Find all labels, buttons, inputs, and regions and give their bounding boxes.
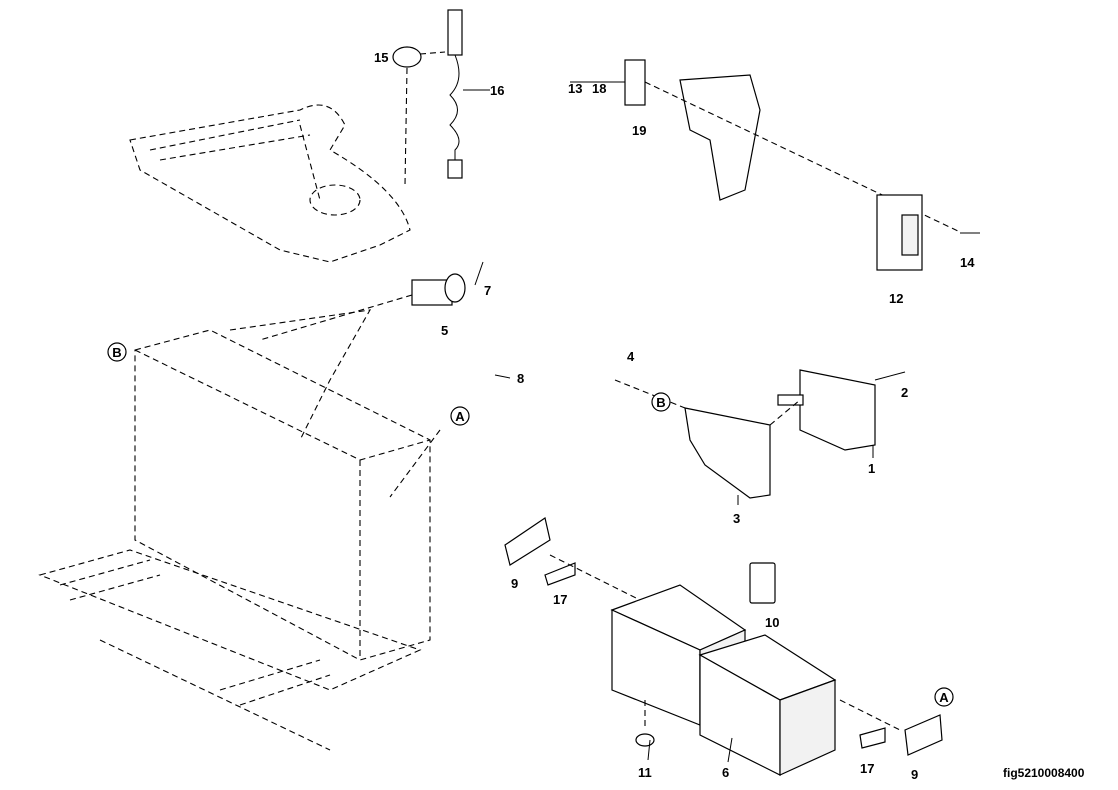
callout-13: 13 [568,81,582,96]
callout-7: 7 [484,283,491,298]
bracket-17b [859,727,886,749]
battery-2 [698,634,837,776]
motor-controller-part [777,369,876,451]
callout-9b: 9 [911,767,918,782]
controller-part [876,194,923,271]
reference-marker-b2: B [651,392,671,412]
callout-16: 16 [490,83,504,98]
figure-id: fig5210008400 [1003,766,1085,780]
callout-11: 11 [638,765,652,780]
callout-17b: 17 [860,761,874,776]
svg-text:B: B [112,345,121,360]
callout-1: 1 [868,461,875,476]
callout-12: 12 [889,291,903,306]
bracket-9b [904,714,943,756]
callout-6: 6 [722,765,729,780]
svg-text:B: B [656,395,665,410]
callout-labels: 15 16 13 18 19 7 5 12 14 8 4 2 1 3 9 17 … [374,50,975,782]
svg-text:A: A [939,690,949,705]
pad-part [749,562,776,604]
reference-marker-b1: B [107,342,127,362]
foot-part [635,733,655,747]
callout-18: 18 [592,81,606,96]
callout-19: 19 [632,123,646,138]
chassis-frame [38,309,431,751]
reference-marker-a1: A [450,406,470,426]
callout-4: 4 [627,349,635,364]
callout-5: 5 [441,323,448,338]
mounting-plate [679,74,761,201]
reference-marker-a2: A [934,687,954,707]
bracket-17 [544,562,576,586]
mounting-plate-3 [684,407,771,499]
callout-8: 8 [517,371,524,386]
bracket-part [624,59,646,106]
callout-14: 14 [960,255,975,270]
callout-17: 17 [553,592,567,607]
bracket-9 [504,517,551,566]
callout-3: 3 [733,511,740,526]
cap-part [392,46,422,68]
tiller-head [129,104,411,263]
switch-part [411,273,466,306]
svg-text:A: A [455,409,465,424]
coiled-cable-part [447,9,463,179]
callout-9: 9 [511,576,518,591]
callout-10: 10 [765,615,779,630]
callout-15: 15 [374,50,388,65]
callout-2: 2 [901,385,908,400]
